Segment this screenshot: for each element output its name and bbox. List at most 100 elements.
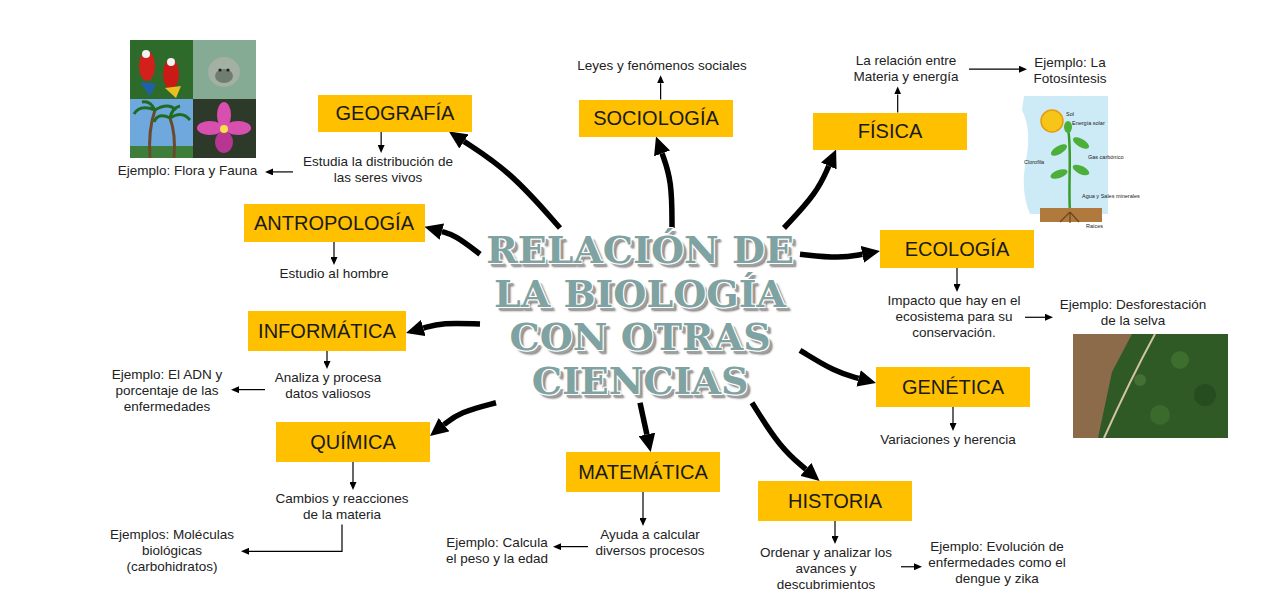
diagram-label: Clorofila xyxy=(1024,160,1044,166)
connector-arrow xyxy=(897,94,898,112)
ground xyxy=(130,146,193,158)
leaf xyxy=(1049,167,1069,181)
box-title: GENÉTICA xyxy=(902,376,1004,398)
concept-text: Ejemplo: La Fotosíntesis xyxy=(1027,54,1113,88)
concept-text: Estudio al hombre xyxy=(268,265,400,283)
concept-label: Ayuda a calcular diversos procesos xyxy=(590,527,710,559)
connector-arrow xyxy=(381,132,382,146)
box-title: MATEMÁTICA xyxy=(578,461,708,483)
box-title: INFORMÁTICA xyxy=(258,320,396,342)
diagram-label: Sol xyxy=(1066,112,1074,118)
tree-canopy xyxy=(1194,384,1216,406)
science-box: FÍSICA xyxy=(813,113,967,150)
concept-text: Analiza y procesa datos valiosos xyxy=(265,369,391,403)
connector-arrow xyxy=(249,524,342,551)
soil xyxy=(1040,208,1102,222)
photo-monkey xyxy=(193,40,256,99)
concept-text: Ejemplo: Evolución de enfermedades como … xyxy=(922,538,1072,589)
concept-text: Impacto que hay en el ecosistema para su… xyxy=(883,292,1025,343)
plant-stem xyxy=(1068,128,1070,212)
concept-label: Ordenar y analizar los avances y descubr… xyxy=(753,545,899,594)
palm-trunk xyxy=(150,110,155,158)
connector-arrow xyxy=(561,546,588,547)
science-box: SOCIOLOGÍA xyxy=(579,100,733,137)
cleared-land xyxy=(1073,334,1132,438)
connector-arrow xyxy=(901,566,914,567)
palm-fronds xyxy=(134,102,176,114)
science-box: INFORMÁTICA xyxy=(248,311,406,351)
concept-label: Ejemplos: Moléculas biológicas (carbohid… xyxy=(105,527,239,576)
diagram-label: Agua y Sales minerales xyxy=(1082,194,1140,200)
concept-text: La relación entre Materia y energía xyxy=(843,52,969,86)
science-box: HISTORIA xyxy=(758,481,912,521)
leaf xyxy=(1064,121,1072,133)
monkey-face xyxy=(215,69,233,83)
concept-text: Ejemplo: Flora y Fauna xyxy=(110,162,265,180)
photo-palms xyxy=(130,99,193,158)
connector-arrow xyxy=(444,403,496,425)
concept-label: Estudia la distribución de las seres viv… xyxy=(295,154,461,186)
sun xyxy=(1041,110,1063,132)
concept-label: Estudio al hombre xyxy=(270,266,398,282)
concept-text: Ordenar y analizar los avances y descubr… xyxy=(751,544,901,595)
box-title: SOCIOLOGÍA xyxy=(593,107,719,129)
photo-orchid xyxy=(193,99,256,158)
parrot xyxy=(163,59,179,89)
concept-text: Ayuda a calcular diversos procesos xyxy=(588,526,712,560)
connector-arrow xyxy=(642,492,643,518)
connector-arrow xyxy=(969,69,1019,70)
connector-arrow xyxy=(1025,317,1045,318)
forest xyxy=(1073,334,1228,438)
parrot-wing xyxy=(140,82,156,96)
road xyxy=(1104,334,1155,438)
connector-arrow xyxy=(800,350,859,378)
connector-arrow xyxy=(956,268,957,284)
science-box: QUÍMICA xyxy=(276,422,430,462)
science-box: ECOLOGÍA xyxy=(880,230,1034,268)
connector-arrow xyxy=(784,166,829,228)
connector-arrow xyxy=(660,83,661,99)
leaf xyxy=(1071,135,1091,151)
parrot-wing xyxy=(165,86,181,98)
science-box: GENÉTICA xyxy=(876,367,1030,407)
diagram-label: Gas carbónico xyxy=(1088,155,1123,161)
concept-label: Ejemplo: Evolución de enfermedades como … xyxy=(924,539,1070,588)
concept-label: Ejemplo: El ADN y porcentaje de las enfe… xyxy=(105,367,229,416)
flora-fauna-collage xyxy=(130,40,256,158)
palm-trunk xyxy=(170,118,175,158)
connector-arrow xyxy=(352,462,353,482)
concept-label: Ejemplo: Calcula el peso y la edad xyxy=(443,535,551,567)
roots xyxy=(1060,212,1079,223)
leaf xyxy=(1049,142,1069,158)
monkey-eye xyxy=(218,68,221,71)
box-title: ECOLOGÍA xyxy=(905,238,1009,260)
connector-arrow xyxy=(662,153,672,228)
science-box: MATEMÁTICA xyxy=(566,452,720,492)
concept-label: Analiza y procesa datos valiosos xyxy=(267,370,389,402)
parrot-face xyxy=(142,50,150,58)
connector-arrow xyxy=(273,171,293,172)
concept-text: Ejemplo: El ADN y porcentaje de las enfe… xyxy=(103,366,231,417)
monkey-eye xyxy=(226,68,229,71)
connector-arrow xyxy=(640,403,647,435)
box-title: QUÍMICA xyxy=(310,431,396,453)
concept-label: La relación entre Materia y energía xyxy=(845,53,967,85)
connector-arrow xyxy=(442,232,480,255)
concept-label: Ejemplo: La Fotosíntesis xyxy=(1029,55,1111,87)
science-box: ANTROPOLOGÍA xyxy=(244,204,425,242)
box-title: ANTROPOLOGÍA xyxy=(254,212,414,234)
tree-canopy xyxy=(1134,374,1146,386)
tree-canopy xyxy=(1150,405,1170,425)
connector-arrow xyxy=(834,521,835,536)
connector-arrow xyxy=(800,254,862,257)
box-title: GEOGRAFÍA xyxy=(336,102,455,124)
concept-text: Cambios y reacciones de la materia xyxy=(272,490,412,524)
orchid-center xyxy=(220,125,228,133)
concept-text: Estudia la distribución de las seres viv… xyxy=(293,153,463,187)
tree-canopy xyxy=(1171,351,1189,369)
concept-label: Cambios y reacciones de la materia xyxy=(274,491,410,523)
diagram-label: Energía solar xyxy=(1072,121,1105,127)
concept-label: Leyes y fenómenos sociales xyxy=(568,58,756,74)
science-box: GEOGRAFÍA xyxy=(318,95,472,132)
